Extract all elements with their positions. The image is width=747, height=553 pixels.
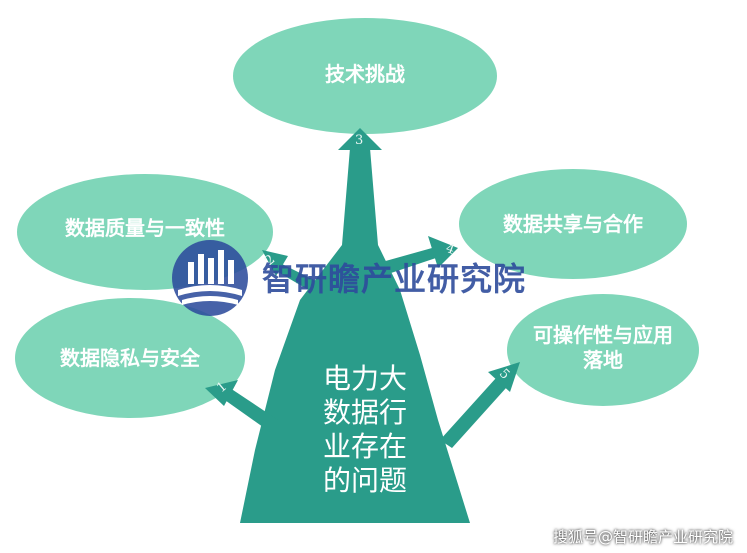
item-1-label: 数据隐私与安全 (15, 346, 245, 371)
item-4-label: 数据共享与合作 (459, 212, 687, 237)
footer-credit: 搜狐号@智研瞻产业研究院 (552, 528, 733, 546)
ellipse-technical-challenges (233, 18, 497, 134)
item-3-label-line: 技术挑战 (325, 62, 405, 86)
center-text-line-2: 数据行 (322, 396, 407, 429)
item-2-label: 数据质量与一致性 (17, 216, 273, 241)
item-3-number: 3 (355, 133, 364, 148)
ellipse-data-privacy (15, 298, 245, 418)
item-4-label-line: 数据共享与合作 (503, 212, 643, 236)
center-text: 电力大 数据行 业存在 的问题 (300, 362, 430, 498)
tree-arrow-shape (205, 128, 520, 523)
item-3-label: 技术挑战 (233, 62, 497, 87)
watermark-text: 智研瞻产业研究院 (262, 260, 527, 298)
ellipse-data-sharing (459, 169, 687, 279)
item-5-label-line-1: 可操作性与应用 (533, 323, 673, 347)
watermark-logo-icon (172, 240, 248, 316)
item-2-label-line: 数据质量与一致性 (65, 216, 225, 240)
item-1-label-line: 数据隐私与安全 (60, 346, 200, 370)
center-text-line-3: 业存在 (322, 430, 407, 463)
ellipse-operability (507, 294, 699, 406)
center-text-line-4: 的问题 (322, 464, 407, 497)
center-text-line-1: 电力大 (322, 362, 407, 395)
item-5-label-line-2: 落地 (583, 348, 623, 372)
item-5-label: 可操作性与应用 落地 (507, 323, 699, 373)
